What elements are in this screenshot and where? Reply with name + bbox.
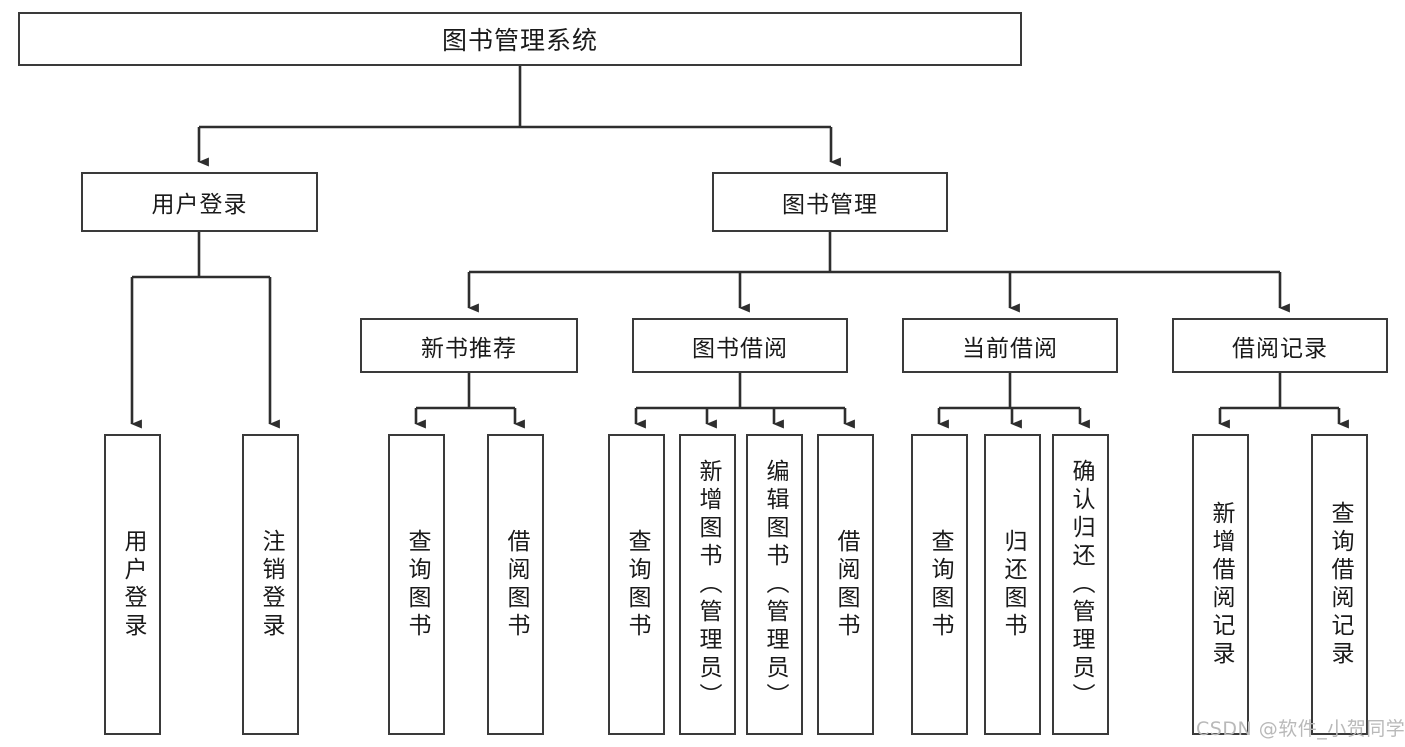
node-leaf-query-borrow-record[interactable]: 查询借阅记录 xyxy=(1311,434,1368,735)
node-borrow-record-label: 借阅记录 xyxy=(1232,335,1328,362)
node-leaf-query-book-borrow[interactable]: 查询图书 xyxy=(608,434,665,735)
node-leaf-user-login-label: 用户登录 xyxy=(120,528,146,641)
node-leaf-confirm-return-admin-label: 确认归还（管理员） xyxy=(1068,458,1094,711)
node-book-borrow[interactable]: 图书借阅 xyxy=(632,318,848,373)
node-new-book-recommend[interactable]: 新书推荐 xyxy=(360,318,578,373)
node-leaf-add-book-admin[interactable]: 新增图书（管理员） xyxy=(679,434,736,735)
node-current-borrow-label: 当前借阅 xyxy=(962,335,1058,362)
node-leaf-return-book-label: 归还图书 xyxy=(1000,528,1026,641)
node-user-login-label: 用户登录 xyxy=(151,192,248,218)
node-new-book-recommend-label: 新书推荐 xyxy=(421,335,517,362)
node-current-borrow[interactable]: 当前借阅 xyxy=(902,318,1118,373)
node-leaf-add-borrow-record-label: 新增借阅记录 xyxy=(1208,500,1234,669)
node-leaf-add-borrow-record[interactable]: 新增借阅记录 xyxy=(1192,434,1249,735)
node-leaf-add-book-admin-label: 新增图书（管理员） xyxy=(695,458,721,711)
node-leaf-borrow-book-label: 借阅图书 xyxy=(833,528,859,641)
node-user-login[interactable]: 用户登录 xyxy=(81,172,318,232)
node-leaf-borrow-book-rec-label: 借阅图书 xyxy=(503,528,529,641)
node-root-label: 图书管理系统 xyxy=(441,26,598,55)
node-leaf-query-book-cur-label: 查询图书 xyxy=(927,528,953,641)
node-leaf-edit-book-admin[interactable]: 编辑图书（管理员） xyxy=(746,434,803,735)
node-leaf-user-login[interactable]: 用户登录 xyxy=(104,434,161,735)
node-leaf-query-book-cur[interactable]: 查询图书 xyxy=(911,434,968,735)
node-book-manage-label: 图书管理 xyxy=(782,192,878,218)
node-root[interactable]: 图书管理系统 xyxy=(18,12,1022,66)
node-leaf-query-book-borrow-label: 查询图书 xyxy=(624,528,650,641)
node-leaf-query-book-rec[interactable]: 查询图书 xyxy=(388,434,445,735)
node-leaf-return-book[interactable]: 归还图书 xyxy=(984,434,1041,735)
node-leaf-query-book-rec-label: 查询图书 xyxy=(404,528,430,641)
node-book-manage[interactable]: 图书管理 xyxy=(712,172,948,232)
node-leaf-confirm-return-admin[interactable]: 确认归还（管理员） xyxy=(1052,434,1109,735)
node-leaf-borrow-book[interactable]: 借阅图书 xyxy=(817,434,874,735)
node-leaf-logout-label: 注销登录 xyxy=(258,528,284,641)
node-book-borrow-label: 图书借阅 xyxy=(692,335,788,362)
csdn-watermark: CSDN @软件_小贺同学 xyxy=(1196,718,1405,740)
node-leaf-borrow-book-rec[interactable]: 借阅图书 xyxy=(487,434,544,735)
node-leaf-logout[interactable]: 注销登录 xyxy=(242,434,299,735)
node-leaf-edit-book-admin-label: 编辑图书（管理员） xyxy=(762,458,788,711)
node-borrow-record[interactable]: 借阅记录 xyxy=(1172,318,1388,373)
node-leaf-query-borrow-record-label: 查询借阅记录 xyxy=(1327,500,1353,669)
